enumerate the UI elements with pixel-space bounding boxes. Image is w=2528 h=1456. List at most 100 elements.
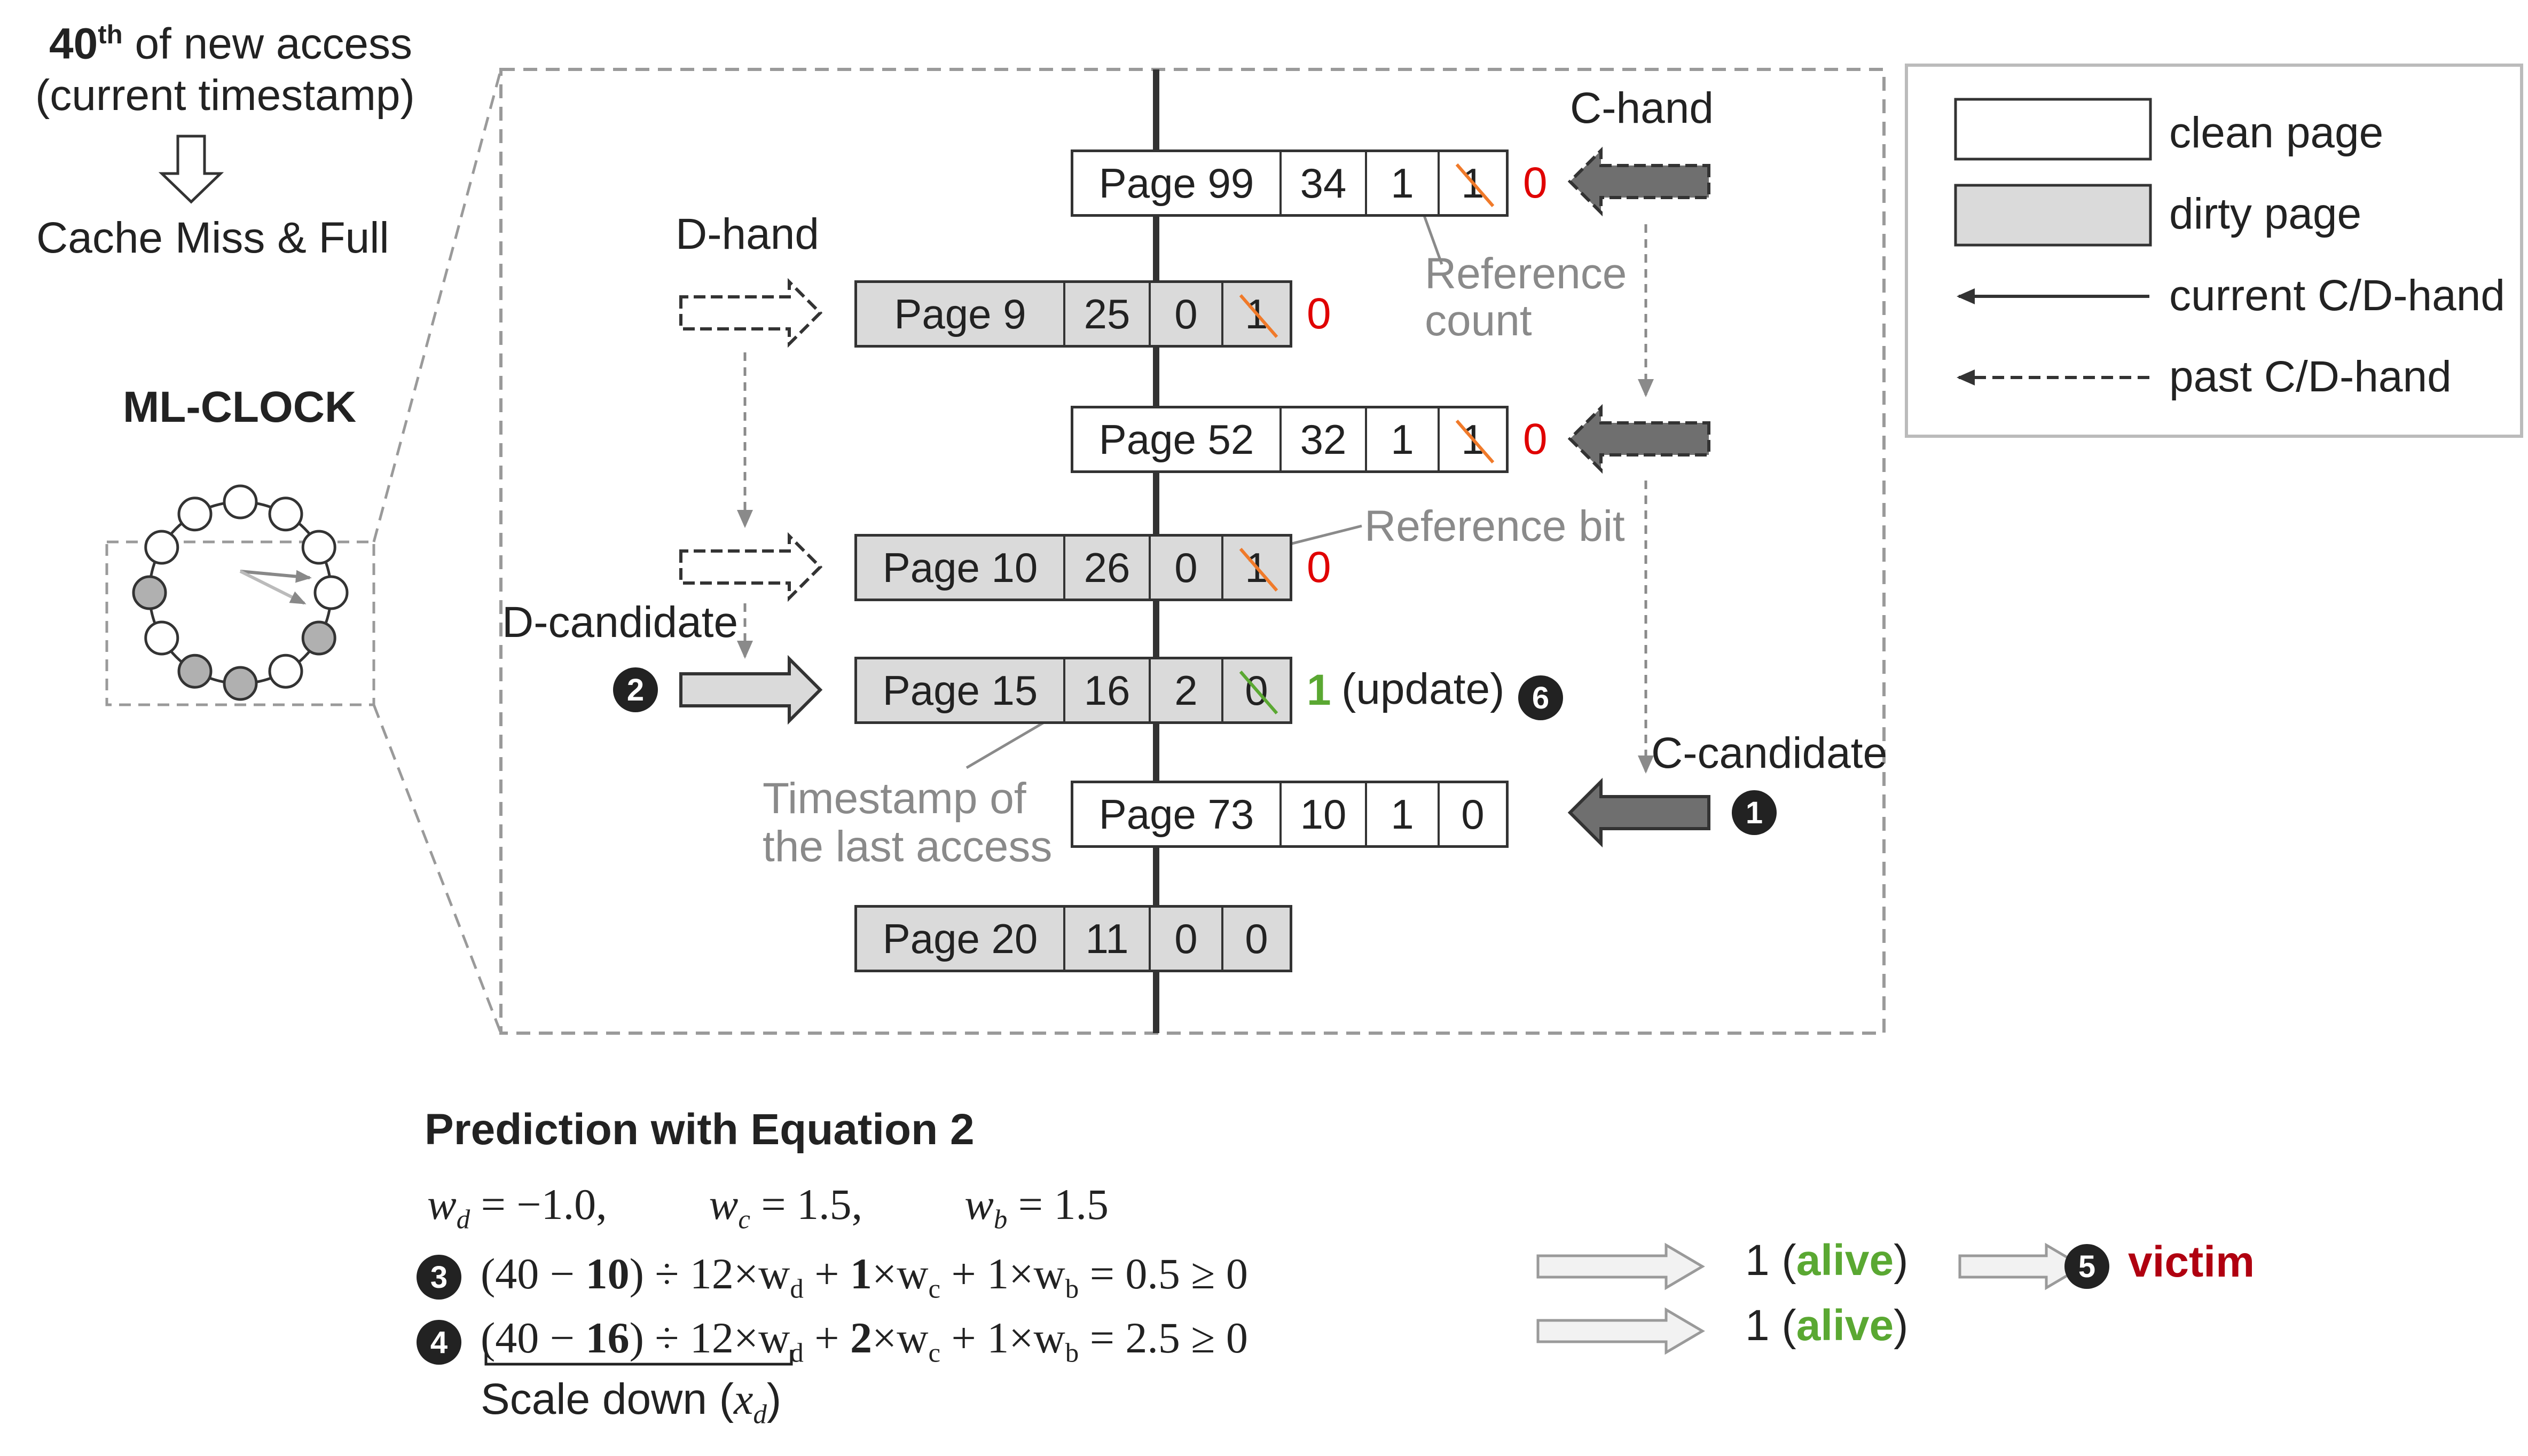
eq3-part: = 0.5 ≥ 0	[1079, 1249, 1248, 1298]
legend-frame	[1905, 64, 2523, 438]
result-3-prefix: 1 (	[1745, 1236, 1796, 1285]
eq4-part: ×w	[872, 1313, 929, 1362]
scale-down-suffix: )	[766, 1375, 782, 1423]
result-4-alive: alive	[1796, 1301, 1894, 1350]
eq3-bold: 10	[585, 1249, 630, 1298]
eq3-bold: 1	[850, 1249, 873, 1298]
page-name: Page 20	[857, 908, 1065, 970]
timestamp-label-1: Timestamp of	[763, 774, 1026, 823]
weight-wc: = 1.5,	[761, 1180, 863, 1229]
page-ref-count: 0	[1151, 283, 1223, 345]
weight-wd: = −1.0,	[481, 1180, 607, 1229]
page-ref-count: 1	[1367, 783, 1440, 845]
result-3-suffix: )	[1894, 1236, 1909, 1285]
page-timestamp: 34	[1282, 152, 1367, 214]
d-hand-label: D-hand	[676, 210, 819, 258]
ml-clock-title: ML-CLOCK	[123, 383, 357, 431]
step-badge-6: 6	[1518, 675, 1563, 720]
bit-cleared-slash-icon	[1239, 294, 1278, 338]
page-name: Page 52	[1073, 408, 1282, 470]
page-entry: Page 523211	[1071, 406, 1509, 473]
bit-cleared-slash-icon	[1239, 671, 1278, 714]
result-4-suffix: )	[1894, 1301, 1909, 1350]
page-timestamp: 25	[1065, 283, 1151, 345]
page-entry: Page 102601	[854, 534, 1292, 601]
bit-cleared-slash-icon	[1455, 420, 1495, 463]
page-ref-count: 0	[1151, 537, 1223, 599]
eq3-part: ×w	[872, 1249, 929, 1298]
c-hand-arrow-past-1	[1567, 146, 1710, 217]
legend-clean-swatch	[1954, 98, 2152, 161]
step-badge-5: 5	[2064, 1244, 2109, 1289]
legend-past-label: past C/D-hand	[2169, 352, 2452, 401]
step-badge-1: 1	[1732, 790, 1777, 835]
page-timestamp: 10	[1282, 783, 1367, 845]
page-timestamp: 26	[1065, 537, 1151, 599]
clock-slot	[268, 654, 303, 689]
clock-slot	[132, 575, 167, 610]
result-arrow-3	[1536, 1242, 1705, 1290]
clock-slot	[177, 654, 213, 689]
page-new-bit: 0	[1523, 415, 1548, 463]
clock-slot	[144, 620, 179, 656]
page-ref-bit: 0	[1245, 915, 1268, 962]
page-timestamp: 16	[1065, 659, 1151, 721]
bit-cleared-slash-icon	[1455, 163, 1495, 207]
weight-wb: = 1.5	[1018, 1180, 1109, 1229]
page-name: Page 99	[1073, 152, 1282, 214]
clock-slot	[301, 530, 336, 565]
eq3-part: ) ÷ 12×w	[629, 1249, 790, 1298]
eq4-part: = 2.5 ≥ 0	[1079, 1313, 1248, 1362]
zoom-connector-bottom	[372, 704, 503, 1034]
step-badge-4: 4	[417, 1320, 461, 1365]
legend-dirty-label: dirty page	[2169, 190, 2362, 238]
eq3-part: (40 −	[481, 1249, 586, 1298]
result-4: 1 (alive)	[1745, 1304, 1908, 1348]
down-arrow-icon	[158, 135, 224, 204]
weights-line: wd = −1.0, wc = 1.5, wb = 1.5	[427, 1180, 1109, 1234]
d-candidate-arrow	[679, 655, 823, 725]
reference-bit-label: Reference bit	[1364, 502, 1625, 550]
step-badge-2: 2	[613, 667, 658, 712]
access-suffix: th	[98, 20, 123, 49]
equation-3: (40 − 10) ÷ 12×wd + 1×wc + 1×wb = 0.5 ≥ …	[481, 1249, 1248, 1304]
page-name: Page 15	[857, 659, 1065, 721]
clock-slot	[313, 575, 349, 610]
clock-slot	[301, 620, 336, 656]
cache-event: Cache Miss & Full	[36, 214, 389, 262]
reference-count-label-2: count	[1425, 296, 1532, 345]
eq3-part: + 1×w	[940, 1249, 1065, 1298]
eq4-bold: 2	[850, 1313, 873, 1362]
eq3-part: +	[803, 1249, 851, 1298]
clock-hand-d	[239, 570, 307, 605]
page-name: Page 73	[1073, 783, 1282, 845]
step-badge-3: 3	[417, 1255, 461, 1300]
legend-dirty-swatch	[1954, 184, 2152, 247]
zoom-connector-top	[372, 69, 503, 542]
page-ref-count: 1	[1367, 152, 1440, 214]
victim-arrow	[1958, 1242, 2085, 1290]
eq4-part: ) ÷ 12×w	[629, 1313, 790, 1362]
page-new-bit: 1	[1307, 666, 1331, 714]
victim-label: victim	[2128, 1238, 2255, 1286]
legend-clean-label: clean page	[2169, 108, 2384, 157]
result-3-alive: alive	[1796, 1236, 1894, 1285]
equation-4: (40 − 16) ÷ 12×wd + 2×wc + 1×wb = 2.5 ≥ …	[481, 1313, 1248, 1368]
eq4-bold: 16	[585, 1313, 630, 1362]
bit-cleared-slash-icon	[1239, 548, 1278, 592]
page-ref-count: 2	[1151, 659, 1223, 721]
clock-slot	[144, 530, 179, 565]
eq4-part: + 1×w	[940, 1313, 1065, 1362]
prediction-title: Prediction with Equation 2	[425, 1105, 975, 1154]
d-hand-arrow-past-2	[679, 532, 823, 602]
page-new-bit: 0	[1307, 543, 1331, 592]
d-hand-arrow-past-1	[679, 278, 823, 348]
clock-slot	[223, 666, 258, 701]
clock-slot	[268, 497, 303, 532]
ml-clock-icon	[132, 484, 349, 701]
access-ordinal: 40	[49, 19, 98, 68]
page-entry: Page 151620	[854, 657, 1292, 724]
page-ref-count: 0	[1151, 908, 1223, 970]
